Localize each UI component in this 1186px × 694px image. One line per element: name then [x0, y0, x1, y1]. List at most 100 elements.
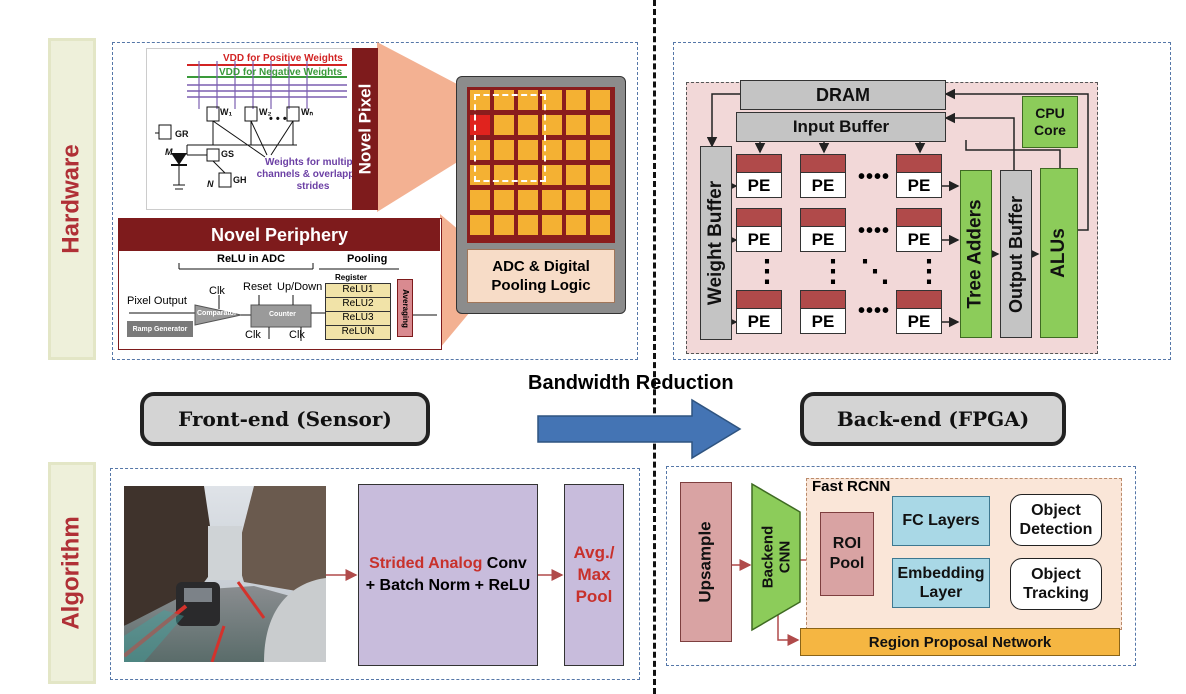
bandwidth-arrow [537, 398, 742, 460]
counter-label: Counter [269, 311, 296, 318]
dram-block: DRAM [740, 80, 946, 110]
algorithm-side-label: Algorithm [48, 462, 96, 684]
pixel-cell [518, 140, 538, 160]
pe-label: PE [811, 230, 835, 249]
pe-label: PE [747, 176, 771, 195]
pixel-cell [590, 115, 610, 135]
hardware-side-label: Hardware [48, 38, 96, 360]
gh-label: GH [233, 175, 247, 185]
processing-element: PE [736, 290, 782, 334]
pe-register [737, 209, 781, 227]
pixel-cell [566, 90, 586, 110]
pe-register [737, 291, 781, 309]
pe-label: PE [907, 176, 931, 195]
cpu-core-block: CPU Core [1022, 96, 1078, 148]
bandwidth-reduction-label: Bandwidth Reduction [528, 372, 734, 394]
pixel-cell [566, 140, 586, 160]
pe-vdots: ⋮ [752, 255, 783, 288]
pixel-cell [590, 165, 610, 185]
pe-hdots: •••• [858, 300, 891, 322]
pixel-cell [590, 90, 610, 110]
pixel-cell [566, 115, 586, 135]
periphery-schematic [129, 263, 437, 341]
pe-register [737, 155, 781, 173]
pe-register [897, 155, 941, 173]
alus-block: ALUs [1040, 168, 1078, 338]
pixel-cell [590, 140, 610, 160]
strided-conv-block: Strided Analog Conv + Batch Norm + ReLU [358, 484, 538, 666]
pe-label: PE [907, 230, 931, 249]
weights-note: Weights for multiple channels & overlapp… [256, 157, 370, 192]
processing-element: PE [896, 290, 942, 334]
backend-cnn-shape [751, 482, 801, 632]
pe-hdots: •••• [858, 166, 891, 188]
clk-comparator-label: Clk [209, 285, 225, 297]
pixel-cell [542, 165, 562, 185]
pe-vdots: ⋮ [818, 255, 849, 288]
register-label: Register [335, 273, 368, 282]
m-node-label: M [165, 147, 173, 157]
fast-rcnn-label: Fast RCNN [812, 478, 891, 495]
frontend-algorithm-panel [110, 468, 640, 680]
pixel-output-label: Pixel Output [127, 295, 187, 307]
novel-pixel-circuit: VDD for Positive Weights VDD for Negativ… [146, 48, 378, 210]
backend-cnn-block: Backend CNN [752, 482, 800, 632]
w2-label: W₂ [259, 107, 272, 117]
pixel-cell [590, 215, 610, 235]
processing-element: PE [736, 208, 782, 252]
pixel-cell [494, 215, 514, 235]
pixel-cell [566, 215, 586, 235]
conv-line-1: Strided Analog Conv [369, 553, 527, 575]
fc-layers-block: FC Layers [892, 496, 990, 546]
pixel-cell [542, 215, 562, 235]
pixel-cell [542, 190, 562, 210]
pixel-cell [470, 215, 490, 235]
upsample-label: Upsample [696, 521, 715, 603]
n-node-label: N [207, 179, 214, 189]
strided-analog-text: Strided Analog [369, 555, 483, 572]
upsample-block: Upsample [680, 482, 732, 642]
pe-vdots: ⋮ [914, 255, 945, 288]
pixel-cell [590, 190, 610, 210]
pe-register [801, 155, 845, 173]
pixel-cell [494, 190, 514, 210]
pixel-cell [518, 215, 538, 235]
averaging-block: Averaging [397, 279, 413, 337]
vdd-positive-label: VDD for Positive Weights [223, 53, 343, 64]
pe-register [801, 209, 845, 227]
relu-register: ReLU1 [325, 283, 391, 298]
pixel-cell [566, 165, 586, 185]
conv-line-2: + Batch Norm + ReLU [365, 577, 531, 594]
pooling-window [474, 94, 546, 182]
pixel-cell [542, 115, 562, 135]
relu-in-adc-label: ReLU in ADC [217, 253, 286, 265]
pixel-cell [566, 190, 586, 210]
relu-register-stack: ReLU1 ReLU2 ReLU3 ReLUN [325, 283, 391, 340]
object-detection-output: Object Detection [1010, 494, 1102, 546]
clk-counter-label: Clk [245, 329, 261, 341]
pe-register [897, 291, 941, 309]
backend-fpga-label: Back-end (FPGA) [800, 392, 1066, 446]
pixel-cell [542, 140, 562, 160]
pixel-schematic [155, 61, 347, 190]
input-buffer-block: Input Buffer [736, 112, 946, 142]
tree-adders-block: Tree Adders [960, 170, 992, 338]
processing-element: PE [800, 290, 846, 334]
pe-label: PE [811, 176, 835, 195]
pe-label: PE [811, 312, 835, 331]
reset-label: Reset [243, 281, 272, 293]
processing-element: PE [896, 154, 942, 198]
clk-register-label: Clk [289, 329, 305, 341]
backend-algorithm-panel [666, 466, 1136, 666]
pe-hdots: •••• [858, 220, 891, 242]
pooling-label: Pooling [347, 253, 388, 265]
avg-max-pool-block: Avg./ Max Pool [564, 484, 624, 666]
relu-register: ReLU2 [325, 298, 391, 312]
weight-buffer-block: Weight Buffer [700, 146, 732, 340]
novel-pixel-banner: Novel Pixel [352, 48, 378, 210]
novel-periphery-panel: Novel Periphery ReLU in ADC Pooling Regi… [118, 218, 442, 350]
relu-register: ReLU3 [325, 312, 391, 326]
processing-element: PE [896, 208, 942, 252]
ramp-generator: Ramp Generator [127, 321, 193, 337]
